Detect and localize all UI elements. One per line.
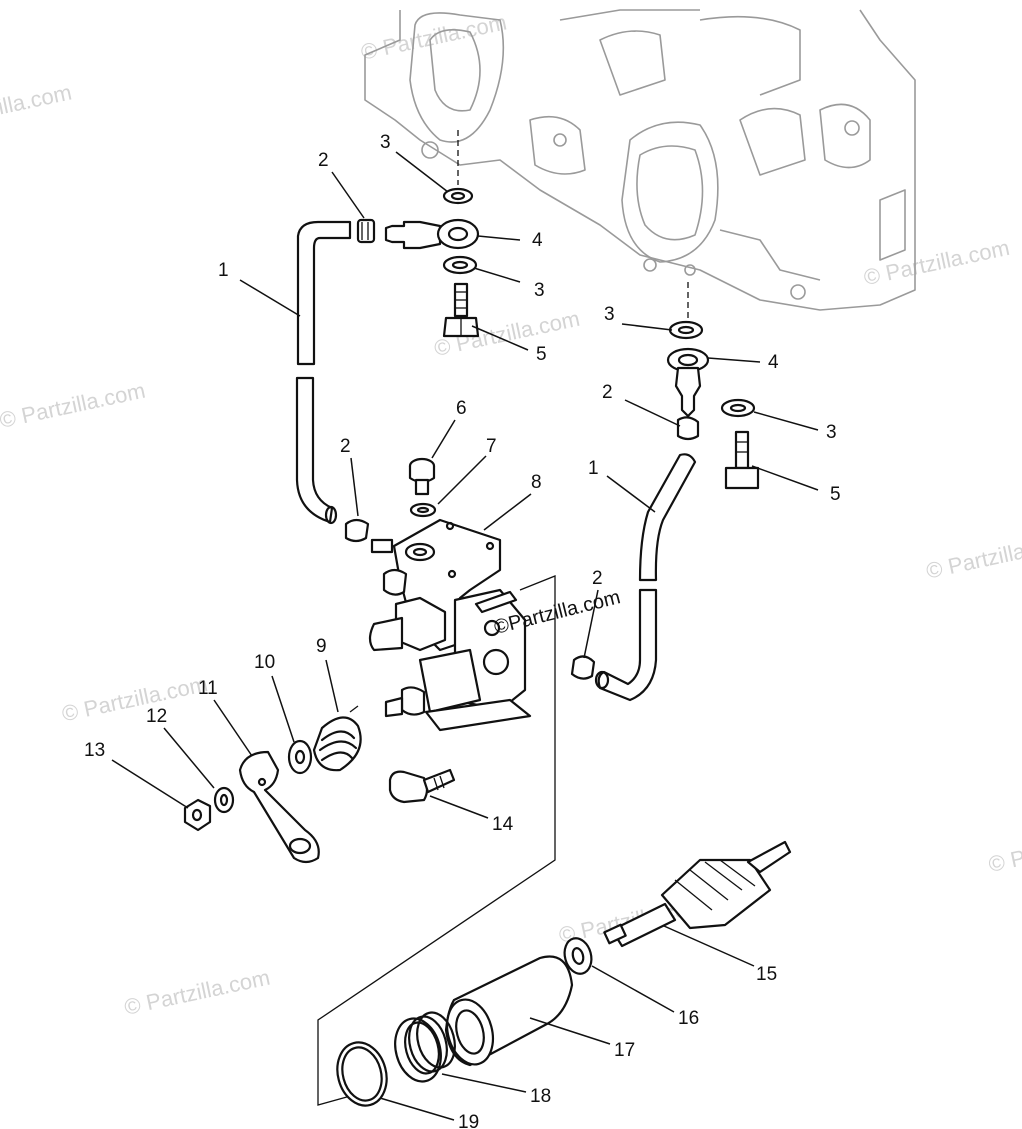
callout-11: 11 xyxy=(198,678,218,699)
callout-12: 12 xyxy=(146,706,167,727)
callout-2: 2 xyxy=(592,568,603,589)
watermark: © Partzilla.com xyxy=(0,378,147,433)
bleed-screw xyxy=(408,457,437,518)
washer xyxy=(287,739,313,775)
callout-17: 17 xyxy=(614,1040,635,1061)
clamp-top-right xyxy=(676,416,700,441)
bushing xyxy=(444,955,574,1067)
callout-4: 4 xyxy=(532,230,543,251)
callout-6: 6 xyxy=(456,398,467,419)
clamp-mid-right xyxy=(570,655,596,680)
o-ring xyxy=(336,1041,388,1107)
watermark: © Partzilla.com xyxy=(986,822,1022,877)
callout-2: 2 xyxy=(340,436,351,457)
callout-5: 5 xyxy=(830,484,841,505)
pump-return-spring xyxy=(312,705,362,772)
callout-9: 9 xyxy=(316,636,327,657)
thrust-washer xyxy=(563,937,593,975)
clamp-mid-left xyxy=(344,518,394,554)
callout-labels: 1 1 2 2 2 2 3 3 3 3 4 4 5 5 6 7 8 9 10 1… xyxy=(84,132,841,1129)
callout-16: 16 xyxy=(678,1008,699,1029)
hose-right xyxy=(594,453,697,702)
pump-control-lever xyxy=(238,750,320,864)
callout-5: 5 xyxy=(536,344,547,365)
banjo-bolt-top xyxy=(442,282,480,338)
drive-gear-shaft xyxy=(603,840,792,948)
callout-15: 15 xyxy=(756,964,777,985)
callout-19: 19 xyxy=(458,1112,479,1129)
watermark: © Partzilla.com xyxy=(60,671,210,726)
banjo-fitting-top xyxy=(384,187,480,275)
banjo-fitting-right xyxy=(666,320,760,490)
watermarks: © Partzilla.com © Partzilla.com © Partzi… xyxy=(0,10,1022,1020)
callout-18: 18 xyxy=(530,1086,551,1107)
callout-3: 3 xyxy=(826,422,837,443)
assembly-boundary xyxy=(317,575,556,1106)
callout-13: 13 xyxy=(84,740,105,761)
callout-2: 2 xyxy=(602,382,613,403)
nut xyxy=(183,798,212,832)
callout-3: 3 xyxy=(604,304,615,325)
callout-1: 1 xyxy=(218,260,229,281)
lock-washer xyxy=(213,786,235,814)
watermark: © Partzilla.com xyxy=(924,528,1022,583)
center-lines xyxy=(457,130,689,322)
watermark: © Partzilla.com xyxy=(0,79,74,134)
callout-8: 8 xyxy=(531,472,542,493)
callout-10: 10 xyxy=(254,652,275,673)
callout-3: 3 xyxy=(380,132,391,153)
callout-1: 1 xyxy=(588,458,599,479)
callout-3: 3 xyxy=(534,280,545,301)
oil-pump-body xyxy=(368,518,532,732)
callout-2: 2 xyxy=(318,150,329,171)
hose-left xyxy=(295,220,352,525)
watermark: © Partzilla.com xyxy=(861,235,1011,290)
leader-lines xyxy=(111,151,819,1121)
callout-14: 14 xyxy=(492,814,514,835)
callout-4: 4 xyxy=(768,352,779,373)
engine-block-outline xyxy=(364,9,916,311)
watermark: © Partzilla.com xyxy=(122,965,272,1020)
clamp-top-left xyxy=(356,218,376,244)
drive-spring xyxy=(394,1011,456,1083)
pump-mount-bolt xyxy=(388,768,456,804)
callout-7: 7 xyxy=(486,436,497,457)
